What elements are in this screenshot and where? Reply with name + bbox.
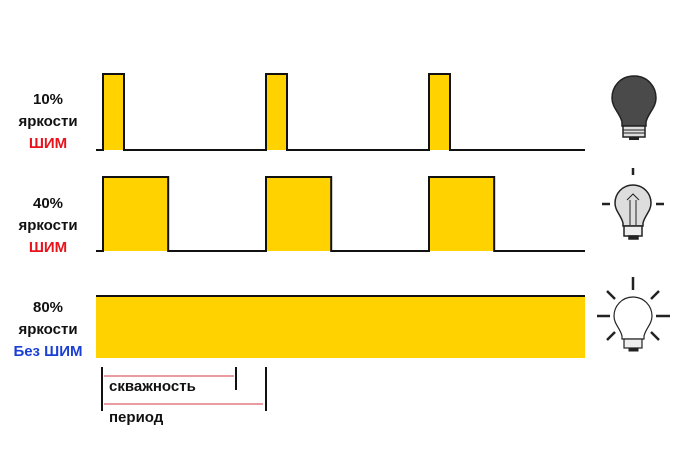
bulb-off-icon: [611, 75, 657, 140]
row3-word: яркости: [18, 321, 78, 338]
pulse-row1-2: [266, 74, 287, 150]
pulse-row2-2: [266, 177, 332, 251]
pulse-row1-1: [103, 74, 124, 150]
row1-label: 10% яркости ШИМ: [0, 89, 96, 155]
period-label: период: [109, 409, 164, 426]
row1-mode: ШИМ: [28, 135, 68, 152]
pulse-row1-3: [429, 74, 450, 150]
row2-word: яркости: [18, 217, 78, 234]
bulb-bright-icon: [597, 277, 670, 352]
signal-fill-row3: [96, 296, 585, 358]
row2-mode: ШИМ: [28, 239, 68, 256]
row3-brightness: 80%: [32, 299, 64, 316]
pulse-row2-3: [429, 177, 495, 251]
row3-mode: Без ШИМ: [13, 343, 83, 360]
row1-brightness: 10%: [32, 91, 64, 108]
row2-brightness: 40%: [32, 195, 64, 212]
bulb-dim-icon: [602, 168, 664, 240]
row1-word: яркости: [18, 113, 78, 130]
duty-cycle-label: скважность: [109, 378, 196, 395]
row3-label: 80% яркости Без ШИМ: [0, 297, 96, 363]
row2-label: 40% яркости ШИМ: [0, 193, 96, 259]
pulse-row2-1: [103, 177, 169, 251]
signal-line-row2: [96, 176, 585, 252]
signal-line-row1: [96, 73, 585, 151]
